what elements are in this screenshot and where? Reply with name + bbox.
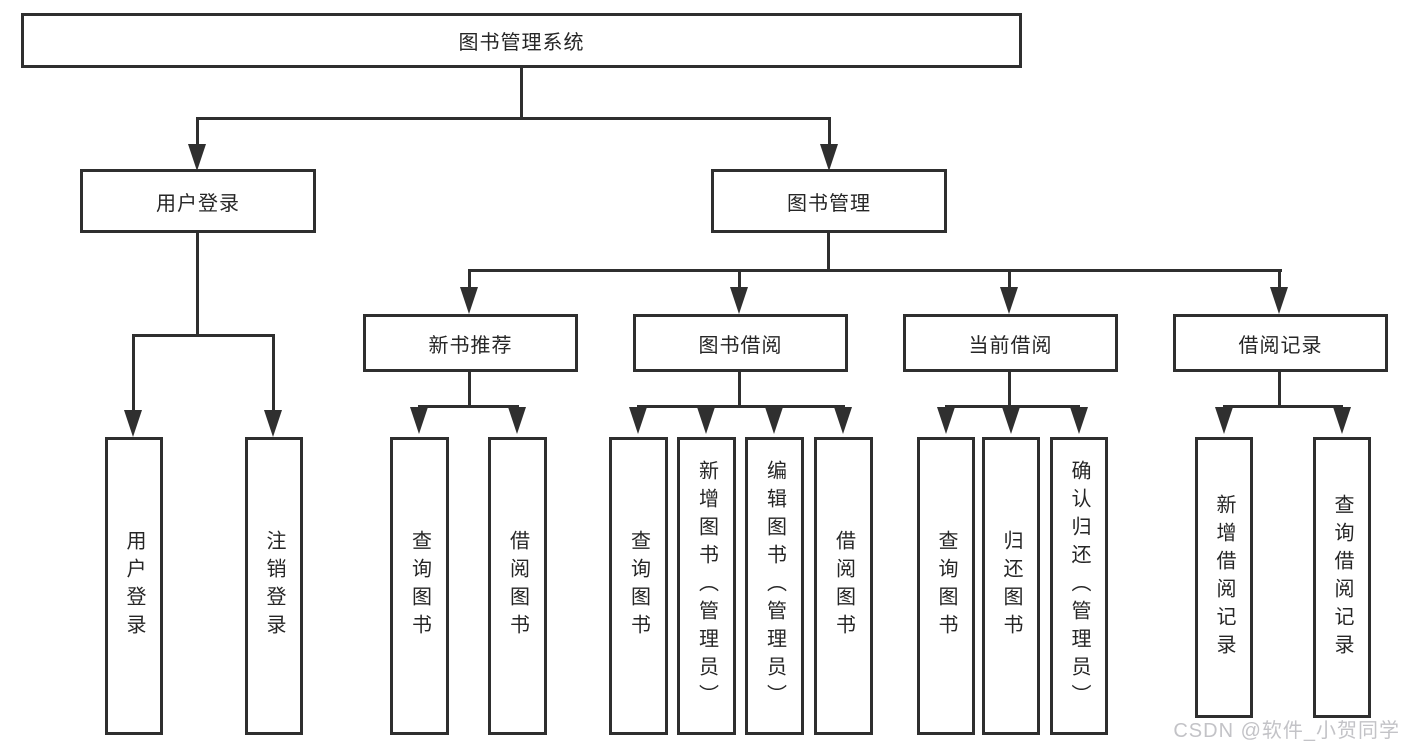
leaf-query-books-borrow: 查询图书: [609, 437, 668, 735]
leaf-borrow-books-recommend: 借阅图书: [488, 437, 547, 735]
connector-drop-book-mgmt: [828, 117, 831, 147]
arrow-down-icon: [1000, 287, 1018, 314]
arrow-down-icon: [1270, 287, 1288, 314]
arrow-down-icon: [264, 410, 282, 437]
arrow-down-icon: [1070, 407, 1088, 434]
connector-userlogin-branch: [132, 334, 275, 337]
connector-drop-borrow: [738, 269, 741, 289]
arrow-down-icon: [1002, 407, 1020, 434]
arrow-down-icon: [1333, 407, 1351, 434]
connector-drop-current: [1008, 269, 1011, 289]
connector-records-branch: [1223, 405, 1343, 408]
node-book-borrow: 图书借阅: [633, 314, 848, 372]
connector-root-branch: [196, 117, 831, 120]
leaf-user-login: 用户登录: [105, 437, 163, 735]
node-user-login: 用户登录: [80, 169, 316, 233]
node-current-borrow: 当前借阅: [903, 314, 1118, 372]
connector-bookmgmt-stem: [827, 233, 830, 272]
connector-borrow-stem: [738, 372, 741, 408]
node-new-book-recommend: 新书推荐: [363, 314, 578, 372]
leaf-edit-book-admin: 编辑图书（管理员）: [745, 437, 804, 735]
arrow-down-icon: [1215, 407, 1233, 434]
arrow-down-icon: [124, 410, 142, 437]
leaf-borrow-books: 借阅图书: [814, 437, 873, 735]
connector-drop-leaf-login: [132, 334, 135, 412]
arrow-down-icon: [410, 407, 428, 434]
connector-drop-user-login: [196, 117, 199, 147]
arrow-down-icon: [508, 407, 526, 434]
connector-drop-newbook: [468, 269, 471, 289]
csdn-watermark: CSDN @软件_小贺同学: [1173, 720, 1400, 742]
arrow-down-icon: [730, 287, 748, 314]
arrow-down-icon: [460, 287, 478, 314]
leaf-add-book-admin: 新增图书（管理员）: [677, 437, 736, 735]
arrow-down-icon: [834, 407, 852, 434]
connector-drop-records: [1278, 269, 1281, 289]
connector-newbook-stem: [468, 372, 471, 408]
arrow-down-icon: [697, 407, 715, 434]
arrow-down-icon: [765, 407, 783, 434]
connector-bookmgmt-branch: [468, 269, 1282, 272]
arrow-down-icon: [820, 144, 838, 171]
leaf-query-books-recommend: 查询图书: [390, 437, 449, 735]
connector-records-stem: [1278, 372, 1281, 408]
arrow-down-icon: [188, 144, 206, 171]
node-root-library-system: 图书管理系统: [21, 13, 1022, 68]
connector-current-stem: [1008, 372, 1011, 408]
connector-userlogin-stem: [196, 233, 199, 337]
connector-root-stem: [520, 68, 523, 120]
node-book-management: 图书管理: [711, 169, 947, 233]
arrow-down-icon: [937, 407, 955, 434]
leaf-logout: 注销登录: [245, 437, 303, 735]
connector-newbook-branch: [418, 405, 519, 408]
connector-current-branch: [945, 405, 1080, 408]
leaf-add-borrow-record: 新增借阅记录: [1195, 437, 1253, 718]
leaf-query-books-current: 查询图书: [917, 437, 975, 735]
leaf-query-borrow-record: 查询借阅记录: [1313, 437, 1371, 718]
arrow-down-icon: [629, 407, 647, 434]
leaf-return-book: 归还图书: [982, 437, 1040, 735]
leaf-confirm-return-admin: 确认归还（管理员）: [1050, 437, 1108, 735]
connector-drop-leaf-logout: [272, 334, 275, 412]
connector-borrow-branch: [637, 405, 845, 408]
node-borrow-records: 借阅记录: [1173, 314, 1388, 372]
